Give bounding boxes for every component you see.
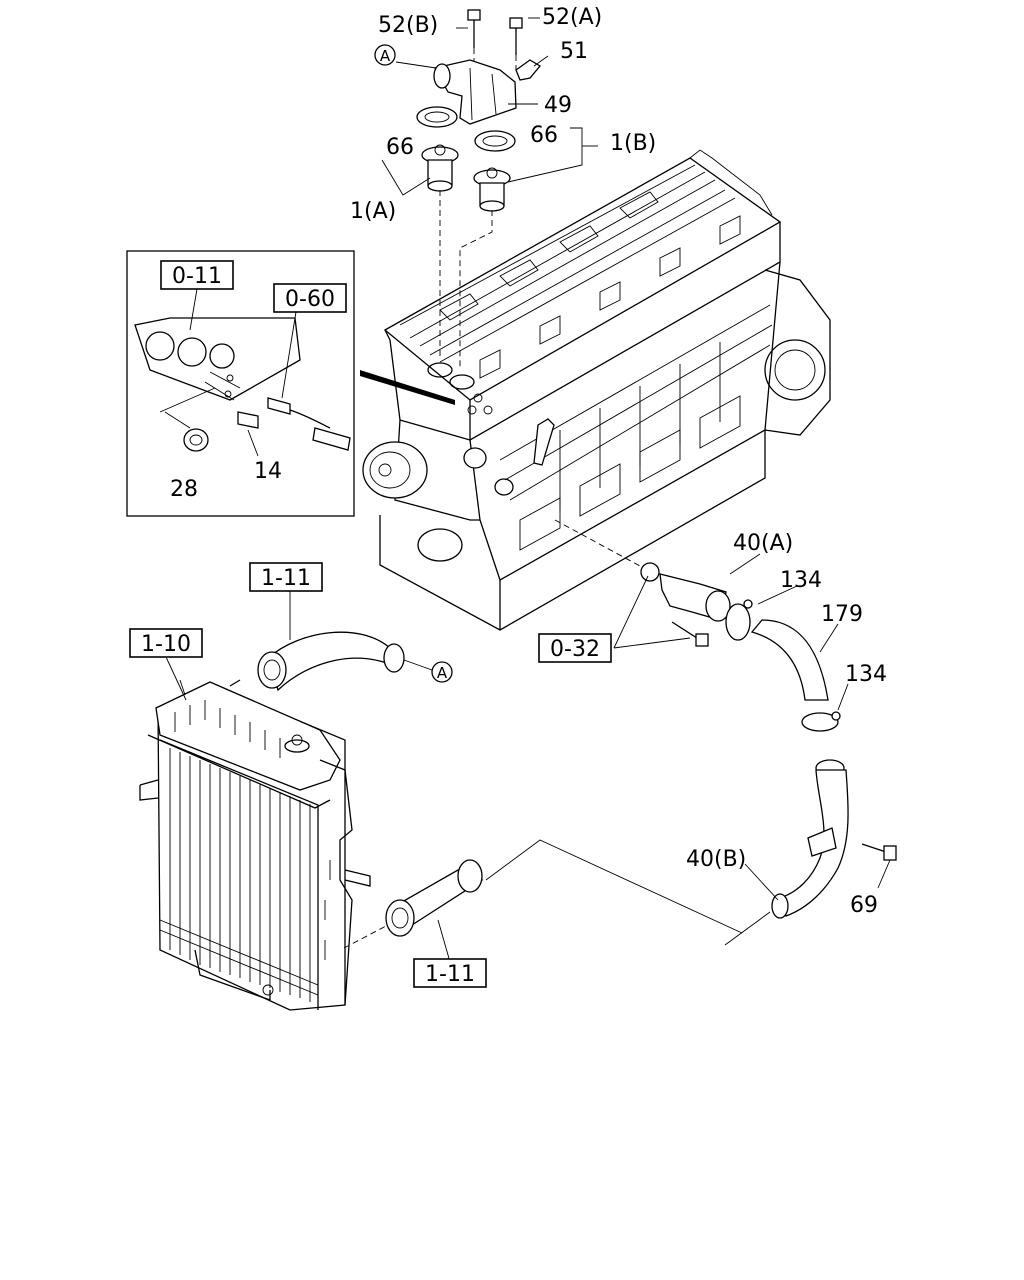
label-66-right: 66 (530, 123, 558, 148)
bolt-52a (509, 17, 523, 55)
sensor-14 (237, 411, 259, 429)
label-1b: 1(B) (610, 131, 656, 156)
water-pipe-40b (744, 759, 897, 919)
label-28: 28 (170, 477, 198, 502)
label-1a: 1(A) (350, 199, 396, 224)
gasket-66-right (474, 130, 516, 152)
svg-text:0-11: 0-11 (172, 264, 222, 289)
ref-box-1-11-lower[interactable]: 1-11 (413, 958, 487, 988)
bolt-69 (861, 843, 897, 861)
thermostat-1b (473, 167, 511, 212)
label-179: 179 (821, 602, 863, 627)
svg-text:1-11: 1-11 (425, 962, 475, 987)
label-14: 14 (254, 459, 282, 484)
svg-text:0-32: 0-32 (550, 637, 600, 662)
label-69: 69 (850, 893, 878, 918)
ref-box-1-10[interactable]: 1-10 (129, 628, 203, 701)
label-40b: 40(B) (686, 847, 746, 872)
hose-179 (750, 619, 829, 701)
engine-block (360, 149, 831, 631)
label-66-left: 66 (386, 135, 414, 160)
svg-text:A: A (437, 664, 448, 682)
ref-box-0-60[interactable]: 0-60 (273, 283, 347, 313)
label-134-lower: 134 (845, 662, 887, 687)
label-49: 49 (544, 93, 572, 118)
thermostat-housing-assembly (381, 9, 598, 370)
bolt-52b (467, 9, 481, 48)
ref-box-1-11-upper[interactable]: 1-11 (249, 562, 323, 592)
upper-radiator-hose (257, 590, 433, 692)
connection-marker-a-top: A (374, 44, 396, 66)
ref-box-0-11[interactable]: 0-11 (160, 260, 234, 331)
label-52a: 52(A) (542, 5, 602, 30)
ref-box-0-32[interactable]: 0-32 (538, 633, 612, 663)
clamp-134-lower (801, 712, 839, 732)
thermostat-1a (421, 144, 459, 192)
sensor-detail-inset (126, 250, 355, 517)
water-outlet-40a (554, 519, 849, 732)
bolt-40a (671, 621, 709, 647)
label-52b: 52(B) (378, 13, 438, 38)
svg-text:1-10: 1-10 (141, 632, 191, 657)
connection-marker-a-hose: A (431, 661, 453, 683)
radiator (139, 679, 371, 1011)
bracket-51 (515, 59, 541, 81)
part-labels: 52(B) 52(A) 51 49 66 66 1(B) 1(A) 28 14 … (170, 5, 887, 918)
svg-text:1-11: 1-11 (261, 566, 311, 591)
label-51: 51 (560, 39, 588, 64)
svg-text:0-60: 0-60 (285, 287, 335, 312)
lower-radiator-hose (343, 839, 771, 963)
plug-28 (183, 428, 209, 452)
svg-text:A: A (380, 47, 391, 65)
gasket-66-left (416, 106, 458, 128)
clamp-134-upper (725, 603, 751, 641)
label-134-upper: 134 (780, 568, 822, 593)
label-40a: 40(A) (733, 531, 793, 556)
